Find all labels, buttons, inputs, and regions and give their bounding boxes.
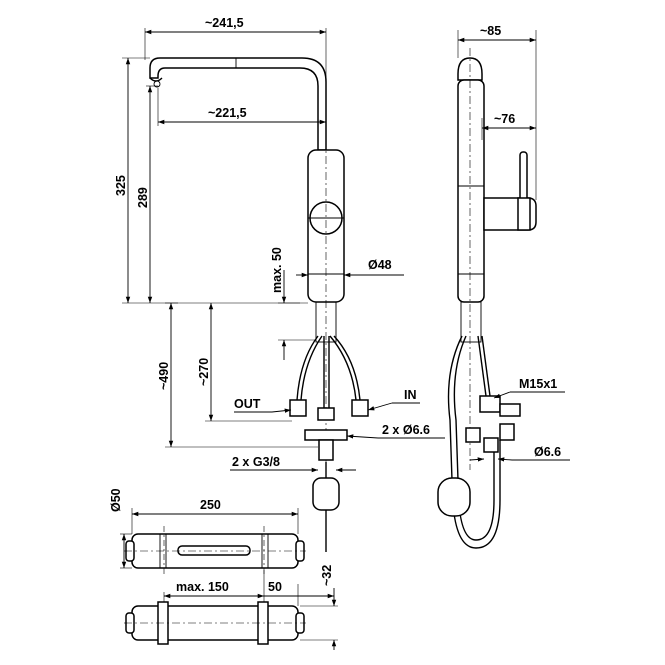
side-lever-joint bbox=[517, 197, 531, 231]
dim-side-hole: Ø6.6 bbox=[534, 445, 561, 459]
side-hose-left-inner bbox=[453, 335, 467, 481]
dim-spout-height: 289 bbox=[136, 187, 150, 208]
dim-max-counter: max. 50 bbox=[270, 247, 284, 293]
hose-out bbox=[296, 335, 319, 401]
dim-hose-long: ~490 bbox=[157, 362, 171, 390]
dim-reach-total: ~241,5 bbox=[205, 16, 244, 30]
dim-thread: 2 x G3/8 bbox=[232, 455, 280, 469]
weight-dimensions: Ø50 250 max. 150 50 ~32 bbox=[109, 488, 338, 650]
side-hose-left bbox=[447, 335, 463, 481]
side-connector-left bbox=[465, 427, 481, 443]
connector-shower bbox=[317, 407, 335, 421]
dim-weight-diameter: Ø50 bbox=[109, 488, 123, 512]
side-counterweight bbox=[437, 477, 471, 517]
weight-side-view bbox=[124, 601, 306, 645]
fixing-nut bbox=[318, 439, 334, 461]
dim-weight-max: max. 150 bbox=[176, 580, 229, 594]
side-view bbox=[437, 48, 537, 549]
weight-slot bbox=[177, 545, 251, 556]
side-connector-right bbox=[499, 423, 515, 441]
spout bbox=[149, 57, 327, 151]
side-dimensions: ~85 ~76 M15x1 Ø6.6 bbox=[457, 24, 570, 462]
fixing-plate bbox=[304, 429, 348, 441]
side-hose-right bbox=[477, 335, 487, 397]
front-view bbox=[149, 57, 369, 552]
side-mounting-stem bbox=[460, 301, 482, 343]
label-out: OUT bbox=[234, 397, 261, 411]
spray-nozzle bbox=[153, 80, 161, 88]
side-valve-thread bbox=[499, 403, 521, 417]
hose-in-inner bbox=[329, 335, 357, 401]
side-connector-mid bbox=[483, 437, 499, 453]
dim-weight-length: 250 bbox=[200, 498, 221, 512]
front-dimensions: ~241,5 ~221,5 325 289 max. 50 Ø48 ~490 ~… bbox=[114, 16, 445, 473]
dim-hose-hole: 2 x Ø6.6 bbox=[382, 423, 430, 437]
weight-top-view bbox=[124, 526, 306, 576]
label-in: IN bbox=[404, 388, 417, 402]
dim-lever-offset: ~76 bbox=[494, 112, 515, 126]
hose-out-inner bbox=[300, 335, 323, 401]
dim-hose-short: ~270 bbox=[197, 358, 211, 386]
dim-total-height: 325 bbox=[114, 175, 128, 196]
counterweight bbox=[312, 477, 340, 511]
side-valve bbox=[479, 395, 501, 413]
hose-in bbox=[333, 335, 361, 401]
side-hose-right-inner bbox=[481, 335, 491, 397]
connector-in bbox=[351, 399, 369, 417]
connector-out bbox=[289, 399, 307, 417]
dim-thread-m: M15x1 bbox=[519, 377, 557, 391]
dim-weight-height: ~32 bbox=[320, 565, 334, 586]
dim-reach-inner: ~221,5 bbox=[208, 106, 247, 120]
side-body bbox=[457, 79, 485, 303]
dim-body-diameter: Ø48 bbox=[368, 258, 392, 272]
dim-weight-offset: 50 bbox=[268, 580, 282, 594]
dim-side-depth: ~85 bbox=[480, 24, 501, 38]
